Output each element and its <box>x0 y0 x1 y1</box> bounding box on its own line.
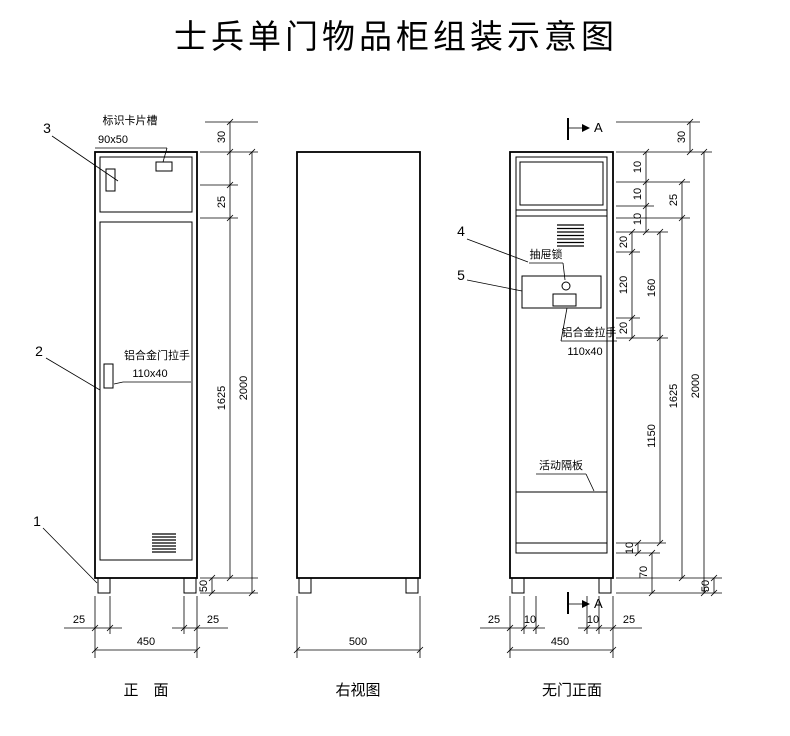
front-view-label: 正 面 <box>123 682 168 699</box>
nodoor-cabinet-body <box>509 151 614 579</box>
shelf-label: 活动隔板 <box>539 458 583 472</box>
front-door-handle-icon <box>103 363 114 389</box>
dim-nodoor-20b: 20 <box>618 322 630 334</box>
dim-nodoor-2000: 2000 <box>690 374 702 398</box>
dim-front-foot-right-25: 25 <box>207 614 219 626</box>
dim-nodoor-10a: 10 <box>632 161 644 173</box>
nodoor-vent-slots-icon <box>557 224 584 247</box>
front-dimension-lines <box>64 118 258 658</box>
dim-nodoor-50: 50 <box>700 580 712 592</box>
side-cabinet-body <box>296 151 421 579</box>
dim-side-500: 500 <box>349 636 367 648</box>
part-number-2: 2 <box>35 343 43 359</box>
dim-nodoor-70: 70 <box>638 566 650 578</box>
nodoor-right-foot <box>598 577 612 594</box>
front-vent-slots-icon <box>152 533 176 553</box>
dim-front-foot-left-25: 25 <box>73 614 85 626</box>
side-view: 500 右视图 <box>293 151 424 699</box>
dim-nodoor-1150: 1150 <box>646 424 658 448</box>
side-right-foot <box>405 577 419 594</box>
card-slot-size: 90x50 <box>98 134 128 146</box>
side-left-foot <box>298 577 312 594</box>
dim-nodoor-1625: 1625 <box>668 384 680 408</box>
dim-nodoor-width-450: 450 <box>551 636 569 648</box>
part-number-3: 3 <box>43 120 51 136</box>
front-leader-lines <box>42 135 191 584</box>
dim-nodoor-30: 30 <box>676 131 688 143</box>
drawer-lock-icon <box>561 281 571 291</box>
nodoor-left-foot <box>511 577 525 594</box>
nodoor-leader-lines <box>466 238 617 492</box>
dim-front-width-450: 450 <box>137 636 155 648</box>
dim-front-30: 30 <box>216 131 228 143</box>
door-handle-size: 110x40 <box>132 368 167 380</box>
dim-nodoor-120: 120 <box>618 276 630 294</box>
front-top-handle-icon <box>105 168 116 192</box>
nodoor-cabinet-outline <box>509 151 614 594</box>
section-arrow-icon <box>582 124 590 132</box>
dim-nodoor-bl25: 25 <box>488 614 500 626</box>
side-dimension-lines <box>293 596 424 658</box>
dim-nodoor-bl10: 10 <box>524 614 536 626</box>
drawer-lock-label: 抽屉锁 <box>530 247 563 261</box>
dim-front-1625: 1625 <box>216 386 228 410</box>
section-mark-top: A <box>567 118 603 140</box>
front-cabinet-body <box>94 151 198 579</box>
drawer-front <box>521 275 602 309</box>
handle-label: 铝合金拉手 <box>562 325 617 339</box>
section-label-bottom: A <box>594 596 603 611</box>
nodoor-view: A A 4 5 抽屉锁 铝合金拉手 110x40 活动隔板 <box>457 118 722 699</box>
door-handle-label: 铝合金门拉手 <box>124 348 190 362</box>
front-right-foot <box>183 577 197 594</box>
drawer-handle-icon <box>552 293 577 307</box>
section-mark-bottom: A <box>567 592 603 614</box>
nodoor-top-compartment <box>519 161 604 206</box>
front-left-foot <box>97 577 111 594</box>
front-view: 3 2 1 标识卡片槽 90x50 铝合金门拉手 110x40 <box>33 113 258 699</box>
card-slot-icon <box>155 161 173 172</box>
dim-nodoor-10d: 10 <box>624 542 636 554</box>
part-number-4: 4 <box>457 223 465 239</box>
dim-nodoor-10c: 10 <box>632 213 644 225</box>
front-cabinet-outline <box>94 151 198 594</box>
section-arrow-icon <box>582 600 590 608</box>
dim-nodoor-25: 25 <box>668 194 680 206</box>
nodoor-carcass-inner <box>515 156 608 554</box>
dim-nodoor-10b: 10 <box>632 188 644 200</box>
section-label-top: A <box>594 120 603 135</box>
dim-nodoor-160: 160 <box>646 279 658 297</box>
part-number-5: 5 <box>457 267 465 283</box>
dim-nodoor-br25: 25 <box>623 614 635 626</box>
nodoor-view-label: 无门正面 <box>542 682 602 699</box>
front-top-compartment <box>99 156 193 213</box>
front-door-panel <box>99 221 193 561</box>
handle-size: 110x40 <box>567 346 602 358</box>
dim-nodoor-20a: 20 <box>618 236 630 248</box>
dim-front-25: 25 <box>216 196 228 208</box>
dim-nodoor-br10: 10 <box>587 614 599 626</box>
dim-front-50: 50 <box>198 580 210 592</box>
side-view-label: 右视图 <box>335 682 380 699</box>
page-title: 士兵单门物品柜组装示意图 <box>174 18 618 55</box>
nodoor-dimension-lines <box>480 118 722 658</box>
card-slot-label: 标识卡片槽 <box>103 113 158 127</box>
part-number-1: 1 <box>33 513 41 529</box>
dim-front-2000: 2000 <box>238 376 250 400</box>
